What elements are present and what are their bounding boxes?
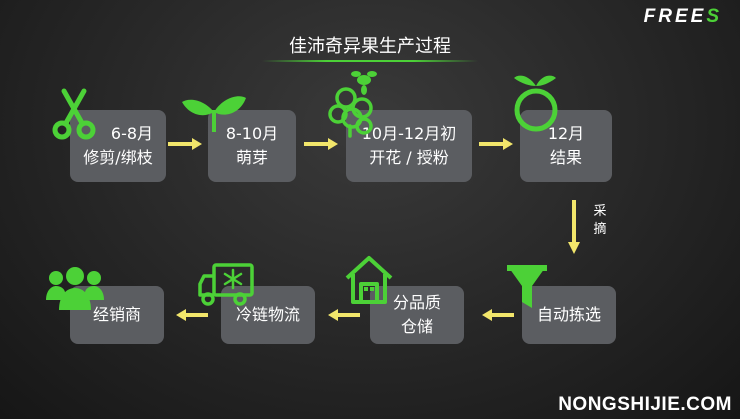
diagram-title: 佳沛奇异果生产过程 <box>289 36 451 57</box>
flow-arrow-3 <box>479 138 513 150</box>
stage-sprouting-period: 8-10月 <box>225 124 279 143</box>
fruit-icon <box>514 75 558 132</box>
bee-flower-icon <box>328 71 377 138</box>
flow-arrow-2 <box>304 138 338 150</box>
title-underline <box>262 60 478 62</box>
flow-arrow-6 <box>176 309 208 321</box>
stage-sprouting-label: 萌芽 <box>235 148 268 167</box>
stage-fruiting-label: 结果 <box>549 148 582 167</box>
flow-arrow-down <box>568 200 580 254</box>
stage-flowering-period: 10月-12月初 <box>361 124 457 143</box>
stage-pruning-period: 6-8月 <box>110 124 154 143</box>
stage-distributor-label: 经销商 <box>92 305 141 324</box>
brand-logo: FREES <box>643 6 722 27</box>
stage-storage-line1: 分品质 <box>392 293 441 312</box>
stage-auto-sorting-label: 自动拣选 <box>536 305 601 324</box>
sprout-icon <box>182 96 246 132</box>
scissors-icon <box>52 88 96 140</box>
stage-pruning: 6-8月 修剪/绑枝 <box>70 110 166 182</box>
flow-arrow-4 <box>482 309 514 321</box>
stage-fruiting: 12月 结果 <box>520 110 612 182</box>
stage-pruning-label: 修剪/绑枝 <box>83 148 153 167</box>
flow-arrow-5 <box>328 309 360 321</box>
people-icon <box>46 267 104 310</box>
funnel-icon <box>507 265 547 308</box>
watermark: NONGSHIJIE.COM <box>558 394 732 415</box>
picking-label: 采 摘 <box>593 204 607 237</box>
warehouse-icon <box>345 256 393 304</box>
refrigerated-truck-icon <box>198 263 254 306</box>
flow-arrow-1 <box>168 138 202 150</box>
stage-auto-sorting: 自动拣选 <box>522 286 616 344</box>
stage-flowering-label: 开花 / 授粉 <box>369 148 449 167</box>
stage-sprouting: 8-10月 萌芽 <box>208 110 296 182</box>
stage-storage-line2: 仓储 <box>400 317 433 336</box>
stage-cold-chain-label: 冷链物流 <box>235 305 300 324</box>
stage-flowering: 10月-12月初 开花 / 授粉 <box>346 110 472 182</box>
stage-fruiting-period: 12月 <box>547 124 585 143</box>
